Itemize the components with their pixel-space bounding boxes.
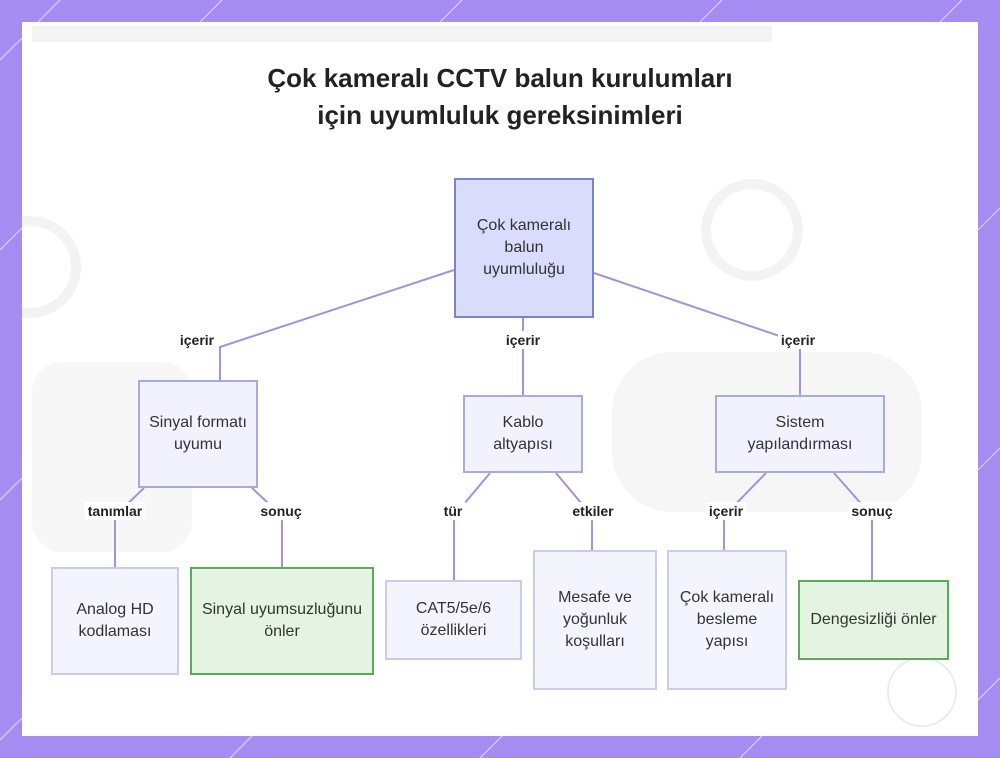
node-distance-density: Mesafe ve yoğunluk koşulları [533,550,657,690]
edge-label-root-system: içerir [777,331,819,349]
node-system-configuration: Sistem yapılandırması [715,395,885,473]
node-signal-format: Sinyal formatı uyumu [138,380,258,488]
diagram-title: Çok kameralı CCTV balun kurulumları için… [22,60,978,134]
edge-signal-analog [114,487,145,567]
node-cable-infrastructure-label: Kablo altyapısı [493,414,553,453]
diagram-card: Çok kameralı CCTV balun kurulumları için… [22,22,978,736]
node-power-structure: Çok kameralı besleme yapısı [667,550,787,690]
edge-label-root-cable: içerir [502,331,544,349]
node-prevent-mismatch: Sinyal uyumsuzluğunu önler [190,567,374,675]
edge-label-signal-analog: tanımlar [84,502,146,520]
node-prevent-mismatch-label: Sinyal uyumsuzluğunu önler [201,601,363,640]
node-cat-specs-label: CAT5/5e/6 özellikleri [415,600,492,639]
edge-root-signal [219,269,455,380]
node-system-configuration-label: Sistem yapılandırması [747,414,853,453]
edge-label-system-result: sonuç [848,502,896,520]
node-power-structure-label: Çok kameralı besleme yapısı [679,589,775,650]
title-line-2: için uyumluluk gereksinimleri [317,100,683,130]
node-cable-infrastructure: Kablo altyapısı [463,395,583,473]
edge-cable-cat [453,472,491,580]
edge-label-system-power: içerir [705,502,747,520]
node-root: Çok kameralı balun uyumluluğu [454,178,594,318]
node-analog-hd-label: Analog HD kodlaması [76,601,154,640]
node-analog-hd: Analog HD kodlaması [51,567,179,675]
edge-label-signal-result: sonuç [257,502,305,520]
node-prevent-imbalance-label: Dengesizliği önler [810,611,937,628]
edge-label-root-signal: içerir [176,331,218,349]
edge-signal-result [251,487,283,567]
title-line-1: Çok kameralı CCTV balun kurulumları [267,63,733,93]
node-signal-format-label: Sinyal formatı uyumu [149,414,247,453]
node-root-label: Çok kameralı balun uyumluluğu [476,217,572,278]
node-cat-specs: CAT5/5e/6 özellikleri [385,580,522,660]
node-distance-density-label: Mesafe ve yoğunluk koşulları [558,589,632,650]
edge-root-system [593,272,801,395]
edge-label-cable-distance: etkiler [569,502,617,520]
edge-system-result [833,472,873,580]
edge-label-cable-cat: tür [440,502,466,520]
node-prevent-imbalance: Dengesizliği önler [798,580,949,660]
